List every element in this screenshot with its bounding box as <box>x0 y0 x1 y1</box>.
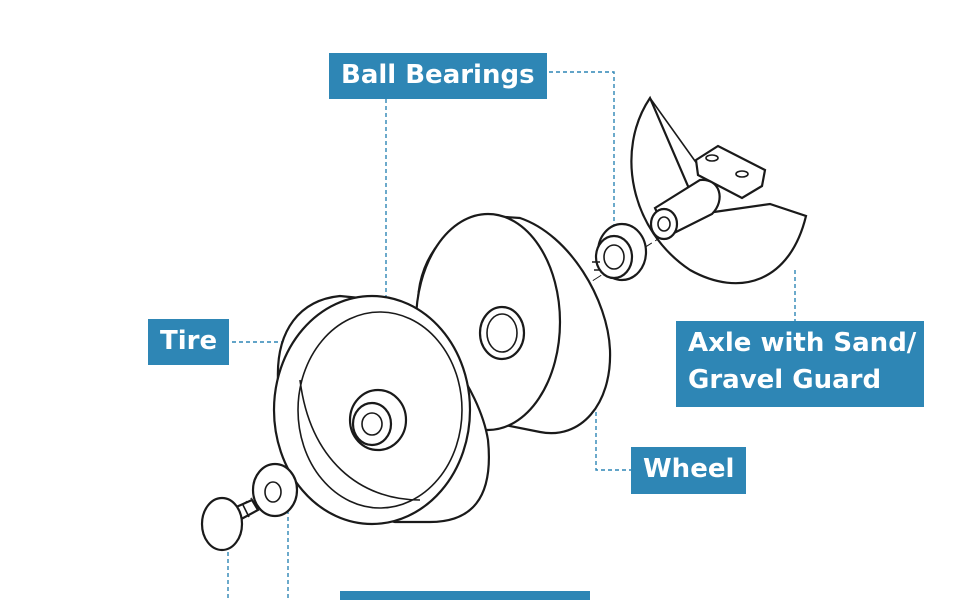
leader-line-ball-bearings-right <box>549 71 615 228</box>
label-ball-bearings-text: Ball Bearings <box>341 60 535 90</box>
label-axle-with-guard: Axle with Sand/ Gravel Guard <box>676 321 924 407</box>
bolt <box>200 496 260 552</box>
label-bottom-cropped <box>340 591 590 600</box>
label-ball-bearings: Ball Bearings <box>329 53 547 99</box>
label-wheel: Wheel <box>631 447 747 494</box>
label-tire: Tire <box>148 319 230 365</box>
washer <box>251 462 299 518</box>
label-wheel-text: Wheel <box>643 454 735 484</box>
leader-lines <box>227 71 796 600</box>
label-tire-text: Tire <box>160 326 218 356</box>
axle-end <box>649 207 679 241</box>
axle-with-guard <box>630 95 808 285</box>
label-axle-line-1: Axle with Sand/ <box>688 328 917 358</box>
left-ball-bearing <box>348 388 408 452</box>
right-ball-bearing <box>592 222 648 282</box>
gravel-guard <box>630 95 808 285</box>
bolt-head <box>200 496 244 552</box>
guard-mount-block <box>694 144 767 200</box>
leader-line-wheel <box>595 412 631 471</box>
label-axle-line-2: Gravel Guard <box>688 365 882 395</box>
